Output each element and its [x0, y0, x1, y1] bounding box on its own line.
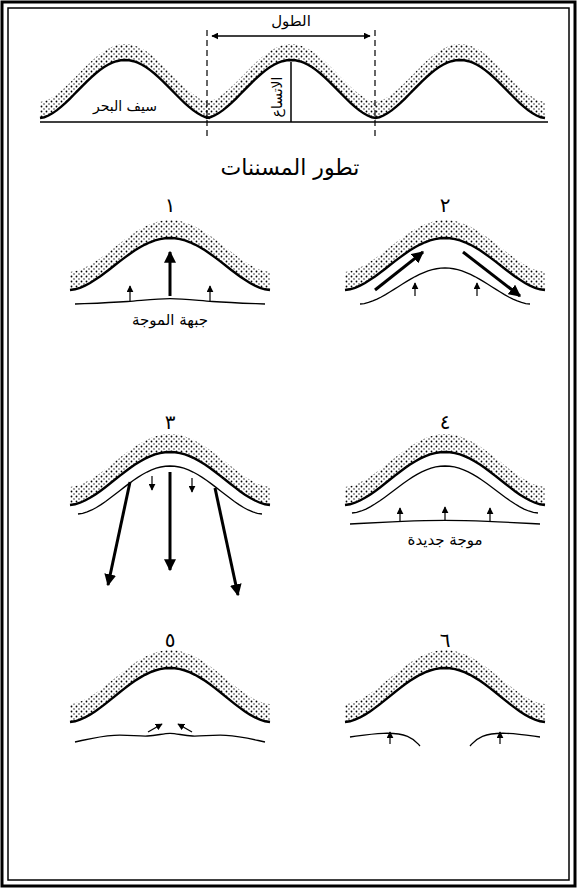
- small-arrow: [148, 724, 162, 732]
- sand-dots: [70, 650, 270, 722]
- flow-arrow: [169, 472, 172, 570]
- small-arrow: [414, 283, 415, 296]
- sand-dots: [345, 434, 545, 505]
- small-arrow: [389, 732, 390, 744]
- small-arrow: [399, 508, 400, 521]
- amplitude-line: [290, 62, 292, 122]
- small-arrow: [191, 478, 192, 492]
- swash-line: [352, 466, 538, 513]
- sand-dots: [345, 220, 545, 290]
- wave-line: [470, 733, 540, 746]
- swash-line: [360, 268, 530, 304]
- stage-number: ١: [165, 193, 176, 217]
- flow-arrow: [108, 482, 130, 585]
- flow-arrow: [169, 252, 172, 296]
- flow-arrow: [463, 252, 520, 296]
- wave-label: موجة جديدة: [408, 531, 483, 549]
- shore-label: سيف البحر: [93, 98, 157, 115]
- small-arrow: [499, 732, 500, 744]
- cusp-outline: [375, 60, 545, 118]
- wave-line: [75, 733, 265, 742]
- cusp-outline: [345, 668, 545, 722]
- dashed-guide: [206, 30, 207, 140]
- dimension-label: الطول: [271, 12, 311, 30]
- new-wave-line: [350, 520, 540, 524]
- diagram-title: تطور المسننات: [220, 155, 359, 181]
- small-arrow: [178, 724, 192, 732]
- sand-dots: [345, 650, 545, 722]
- dashed-guide: [374, 30, 375, 140]
- cusp-outline: [345, 452, 545, 505]
- sand-dots: [375, 44, 545, 118]
- cusp-outline: [40, 60, 210, 118]
- small-arrow: [129, 286, 130, 301]
- small-arrow: [489, 508, 490, 521]
- small-arrow: [151, 476, 152, 490]
- small-arrow: [209, 286, 210, 301]
- dimension-label: الاتساع: [269, 77, 286, 118]
- sand-dots: [40, 44, 210, 118]
- stage-number: ٦: [440, 628, 451, 652]
- cusp-outline: [345, 238, 545, 290]
- length-arrow: [212, 35, 370, 36]
- stage-number: ٥: [165, 628, 176, 652]
- stage-number: ٣: [165, 410, 176, 434]
- flow-arrow: [375, 252, 423, 290]
- cusp-outline: [70, 668, 270, 722]
- small-arrow: [444, 507, 445, 520]
- shore-line: [40, 121, 548, 123]
- small-arrow: [476, 283, 477, 296]
- flow-arrow: [215, 488, 238, 595]
- inner-frame: [8, 8, 569, 880]
- stage-number: ٤: [440, 410, 451, 434]
- wave-front: [75, 299, 265, 304]
- wave-label: جبهة الموجة: [132, 311, 208, 329]
- wave-line: [350, 733, 420, 746]
- stage-number: ٢: [440, 193, 451, 217]
